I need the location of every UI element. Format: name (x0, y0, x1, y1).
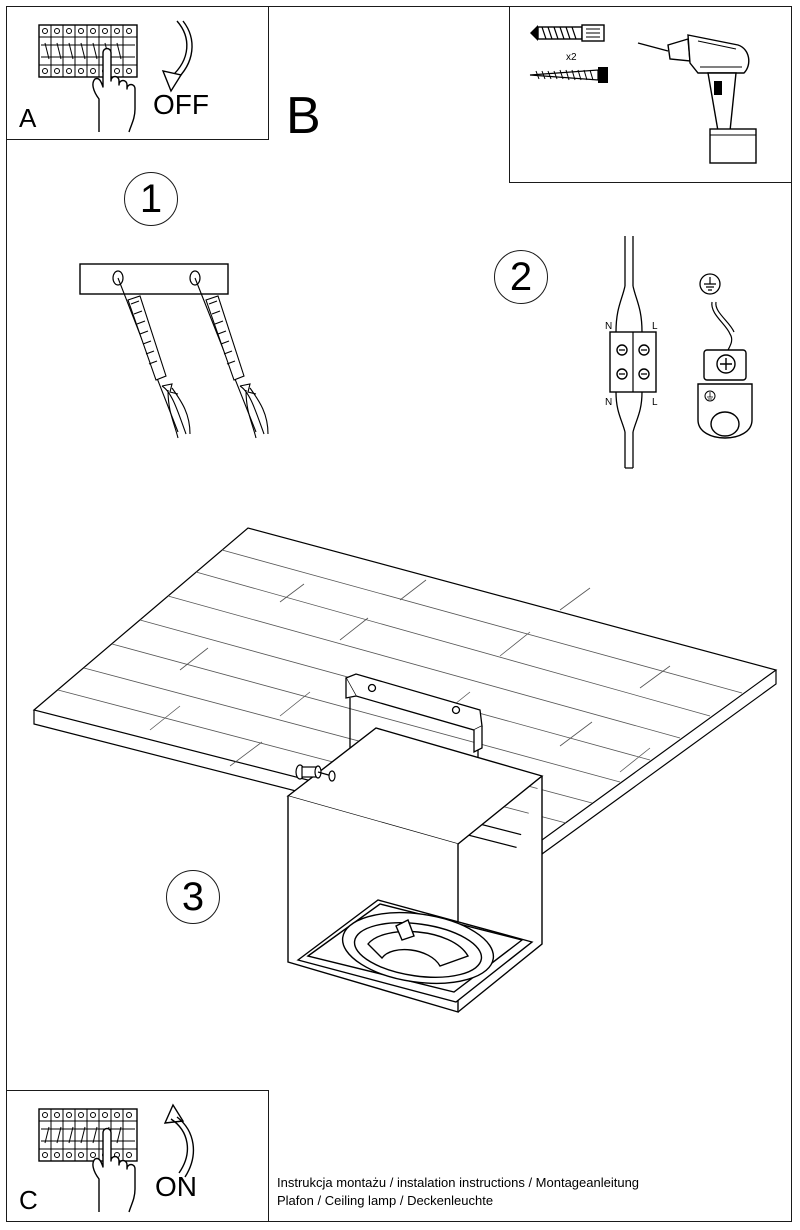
ground-terminal-icon (697, 301, 753, 439)
curved-arrow-up-icon (163, 1103, 195, 1178)
quantity-label: x2 (566, 52, 577, 63)
step-1-number: 1 (124, 172, 178, 226)
live-label-top: L (652, 321, 658, 332)
panel-a: OFF A (6, 6, 269, 140)
caption-line-1: Instrukcja montażu / instalation instruc… (277, 1175, 640, 1190)
off-label: OFF (153, 89, 209, 120)
wall-plug-icon (530, 24, 605, 42)
tools-panel: x2 (509, 6, 792, 183)
drill-icon (637, 34, 757, 164)
wall-plug-right-icon (194, 277, 269, 439)
live-label-bottom: L (652, 397, 658, 408)
neutral-label-top: N (605, 321, 613, 332)
circuit-breaker-icon (38, 24, 138, 78)
instructions-caption: Instrukcja montażu / instalation instruc… (277, 1174, 639, 1209)
page-frame (6, 6, 792, 1222)
panel-a-letter: A (19, 103, 37, 133)
mounting-bracket-holes-illustration (79, 263, 269, 439)
terminal-block-icon (609, 236, 657, 469)
lamp-body (286, 727, 544, 1013)
neutral-label-bottom: N (605, 397, 613, 408)
hand-icon (92, 1127, 136, 1213)
curved-arrow-down-icon (161, 20, 193, 93)
on-label: ON (155, 1171, 197, 1202)
step-2-number: 2 (494, 250, 548, 304)
ground-icon (699, 273, 721, 295)
caption-line-2: Plafon / Ceiling lamp / Deckenleuchte (277, 1192, 494, 1208)
circuit-breaker-icon (38, 1108, 138, 1162)
side-screw-icon (295, 764, 336, 782)
panel-c: ON C (6, 1090, 269, 1222)
screw-icon (529, 67, 608, 83)
wall-plug-left-icon (117, 277, 191, 439)
hand-icon (92, 47, 136, 133)
panel-b-letter: B (286, 87, 321, 145)
panel-c-letter: C (19, 1185, 38, 1215)
ceiling-lamp-illustration (32, 527, 778, 1013)
step-3-number: 3 (166, 870, 220, 924)
